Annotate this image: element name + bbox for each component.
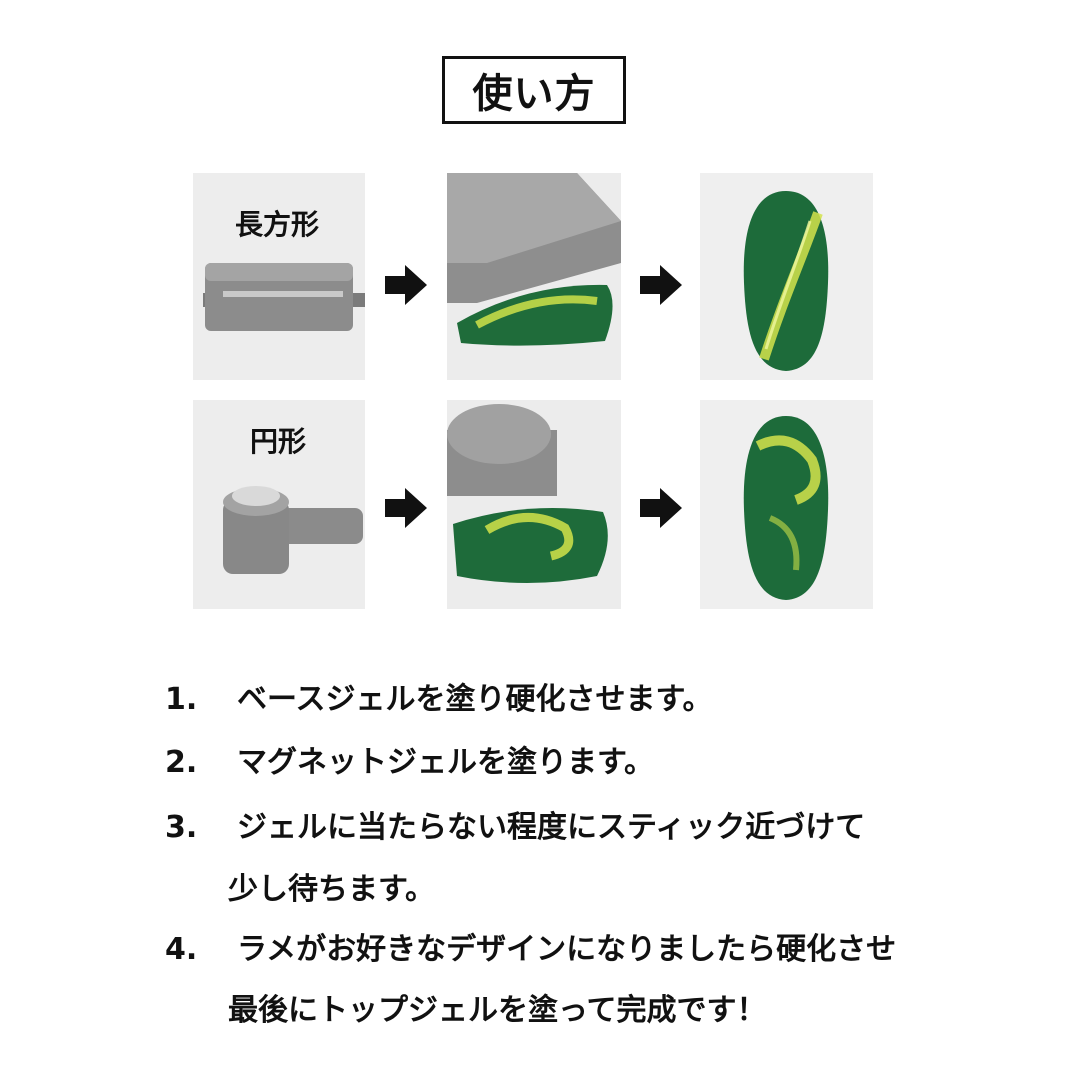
step-2: 2. マグネットジェルを塗ります。 [165, 737, 654, 781]
rect-magnet-panel: 長方形 [193, 173, 365, 380]
step-text: ラメがお好きなデザインになりましたら硬化させ [237, 932, 897, 967]
rect-label: 長方形 [235, 208, 320, 241]
round-magnet-over-nail-panel [447, 400, 621, 609]
arrow-right-icon [640, 488, 682, 528]
title-box: 使い方 [442, 56, 626, 124]
rect-magnet-over-nail-panel [447, 173, 621, 380]
step-text: 少し待ちます。 [228, 872, 435, 907]
step-number: 4. [165, 932, 198, 967]
round-magnet-panel: 円形 [193, 400, 365, 609]
arrow-right-icon [640, 265, 682, 305]
arrow-right-icon [385, 265, 427, 305]
step-number: 2. [165, 745, 198, 780]
step-text: 最後にトップジェルを塗って完成です！ [228, 993, 767, 1028]
step-number: 1. [165, 682, 198, 717]
step-4: 4. ラメがお好きなデザインになりましたら硬化させ [165, 924, 896, 968]
step-4-continuation: 最後にトップジェルを塗って完成です！ [228, 985, 767, 1029]
round-label: 円形 [250, 425, 307, 458]
step-1: 1. ベースジェルを塗り硬化させます。 [165, 674, 713, 718]
step-text: マグネットジェルを塗ります。 [237, 745, 654, 780]
step-3: 3. ジェルに当たらない程度にスティック近づけて [165, 802, 865, 846]
step-text: ジェルに当たらない程度にスティック近づけて [237, 810, 866, 845]
rect-result-nail-panel [700, 173, 873, 380]
step-text: ベースジェルを塗り硬化させます。 [237, 682, 713, 717]
page-title: 使い方 [472, 71, 596, 117]
arrow-right-icon [385, 488, 427, 528]
step-3-continuation: 少し待ちます。 [228, 864, 435, 908]
round-result-nail-panel [700, 400, 873, 609]
step-number: 3. [165, 810, 198, 845]
